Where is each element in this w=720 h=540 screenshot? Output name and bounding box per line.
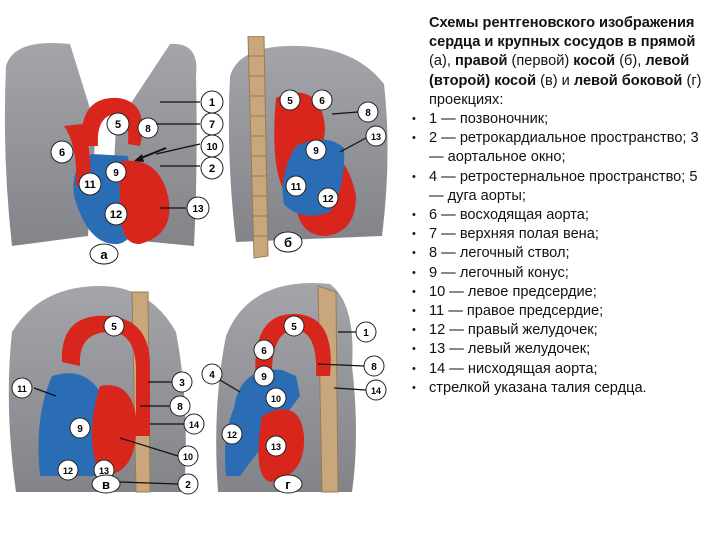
label-11: 11 [291,182,302,193]
panel-c: 5 9 12 13 11 3 8 14 10 2 [8,286,205,495]
label-11: 11 [17,384,27,394]
label-14: 14 [189,420,199,430]
label-5: 5 [115,119,121,131]
leader-lines-d [219,331,367,393]
title-part: (г) проекциях: [429,72,702,108]
label-14: 14 [371,386,381,396]
legend-item: •8 — легочный ствол; [412,245,570,262]
legend-item: •1 — позвоночник; [412,111,549,128]
heart-c-red [92,385,137,476]
legend-item: •7 — верхняя полая вена; [412,226,599,243]
spine-b [247,36,269,259]
label-3: 3 [179,378,185,389]
label-8: 8 [371,362,377,373]
label-5: 5 [287,96,293,107]
legend-item: •10 — левое предсердие; [412,283,597,300]
leader-lines-b [331,111,367,153]
legend-item: •11 — правое предсердие; [412,303,604,320]
legend-item: •14 — нисходящая аорта; [412,360,598,377]
label-11: 11 [84,179,96,191]
legend-list: •1 — позвоночник; •2 — ретрокардиальное … [410,110,715,398]
title-part: (б), [615,53,646,70]
leader-lines-c [33,381,184,485]
lung-right [4,42,97,246]
label-12: 12 [227,430,237,440]
title-part: (в) и [536,72,574,89]
legend-item: •12 — правый желудочек; [412,322,598,339]
label-12: 12 [322,194,334,205]
vessel-left [64,124,91,186]
legend-item: •9 — легочный конус; [412,264,569,281]
legend-item: •6 — восходящая аорта; [412,207,589,224]
heart-red [118,160,170,245]
aorta-c [61,315,150,436]
label-9: 9 [313,146,319,157]
panel-letter-d: г [285,477,291,492]
label-12: 12 [63,466,73,476]
label-10: 10 [206,142,218,153]
spine-b-segments [248,55,268,237]
leader-lines [155,101,201,209]
aorta-d [255,313,331,382]
label-9: 9 [77,424,83,435]
panel-d: 5 6 9 10 12 13 1 8 14 4 [201,283,387,493]
title-part: (а), [429,53,455,70]
label-13: 13 [371,132,381,142]
label-8: 8 [145,124,151,135]
title-part: косой [573,53,616,70]
label-9: 9 [113,168,119,179]
title-part: правой [454,53,508,70]
num-bubble [106,112,130,136]
label-8: 8 [365,108,371,119]
label-1: 1 [209,97,215,109]
legend-item: •4 — ретростернальное пространство; 5 — … [412,168,698,204]
label-2: 2 [185,480,191,491]
label-5: 5 [111,322,117,333]
label-10: 10 [271,394,281,404]
label-6: 6 [319,96,325,107]
panel-letter-b: б [284,235,292,250]
title-part: левой (второй) косой [429,53,690,89]
label-2: 2 [209,163,215,175]
panel-a: 5 8 6 9 11 12 1 7 10 2 13 а [4,42,224,265]
legend-item: •стрелкой указана талия сердца. [412,379,647,396]
label-13: 13 [192,204,204,215]
title-part: (первой) [507,53,574,70]
title-part: прямой [640,34,696,51]
label-13: 13 [99,466,109,476]
title-part: левой боковой [573,72,683,89]
label-7: 7 [209,119,215,131]
label-1: 1 [363,328,369,339]
label-10: 10 [183,452,193,462]
panel-b: 5 6 8 13 9 11 12 б [228,36,388,259]
label-4: 4 [209,370,215,381]
legend-item: •2 — ретрокардиальное пространство; 3 — … [412,130,699,166]
caption-block: Схемы рентгеновского изображения сердца … [410,14,715,398]
panel-letters-overlay: в г [91,474,303,494]
label-6: 6 [59,147,65,159]
label-9: 9 [261,372,267,383]
label-6: 6 [261,346,267,357]
legend-item: •13 — левый желудочек; [412,341,591,358]
panel-letter-c: в [102,477,110,492]
caption-title: Схемы рентгеновского изображения сердца … [429,14,715,110]
heart-xray-diagram: 5 8 6 9 11 12 1 7 10 2 13 а [4,36,388,495]
label-13: 13 [271,442,281,452]
label-8: 8 [177,402,183,413]
aorta-arch [81,97,143,146]
panel-letter-a: а [100,247,108,262]
label-12: 12 [110,209,122,221]
title-part: Схемы рентгеновского изображения сердца … [429,15,695,51]
label-5: 5 [291,322,297,333]
